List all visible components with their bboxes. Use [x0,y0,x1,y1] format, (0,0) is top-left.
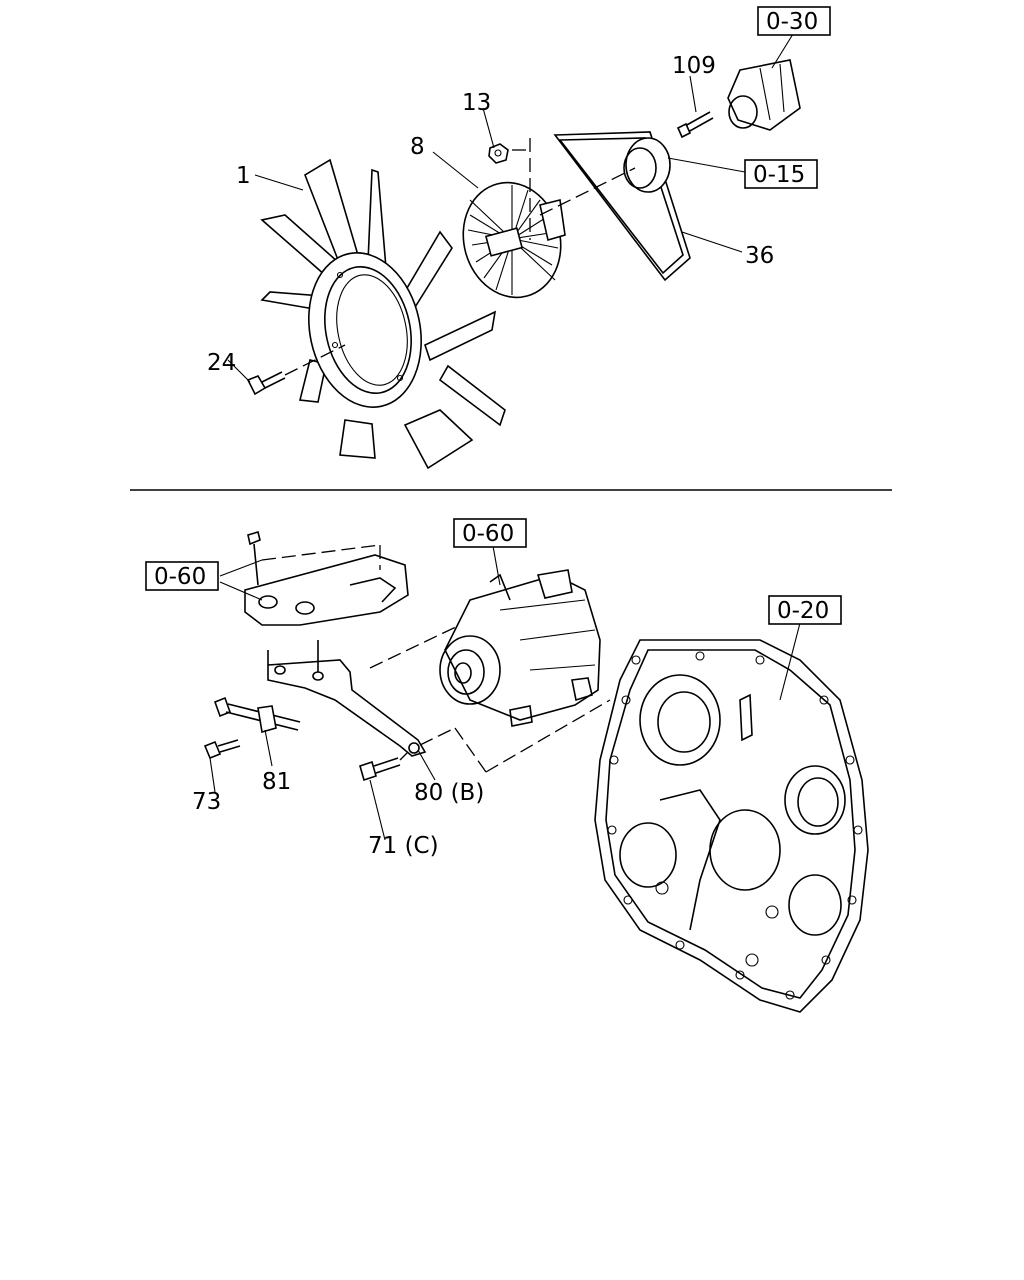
ref-timing-case: 0-20 [777,598,829,624]
ref-box-alternator [453,518,527,548]
ref-water-pump: 0-30 [766,9,818,35]
adjuster-81 [213,696,301,734]
ref-box-pulley [744,159,818,189]
stud-109 [676,111,714,139]
callout-81: 81 [262,769,291,795]
leader-lines-top [227,33,794,383]
cooling-fan [260,158,506,470]
callout-71c: 71 (C) [368,833,439,859]
ref-bracket-group: 0-60 [154,564,206,590]
callout-1: 1 [236,163,251,189]
ref-box-water-pump [757,6,831,36]
callout-24: 24 [207,350,236,376]
fan-clutch [462,181,566,299]
ref-pulley: 0-15 [753,162,805,188]
pulley-and-belt [539,131,691,282]
lower-bracket-80 [267,640,427,757]
bolt-73 [203,739,241,760]
leader-lines-bottom [209,545,801,841]
ref-box-timing-case [768,595,842,625]
callout-109: 109 [672,53,716,79]
nut-13 [488,138,531,240]
water-pump [727,59,801,131]
callout-80b: 80 (B) [414,780,484,806]
ref-alternator: 0-60 [462,521,514,547]
ref-box-bracket-group [145,561,219,591]
bolt-71 [359,751,409,782]
callout-8: 8 [410,134,425,160]
bolt-24 [246,344,346,396]
callout-73: 73 [192,789,221,815]
callout-13: 13 [462,90,491,116]
upper-bracket [244,530,409,626]
alternator [369,569,611,773]
callout-36: 36 [745,243,774,269]
timing-case [594,639,869,1013]
